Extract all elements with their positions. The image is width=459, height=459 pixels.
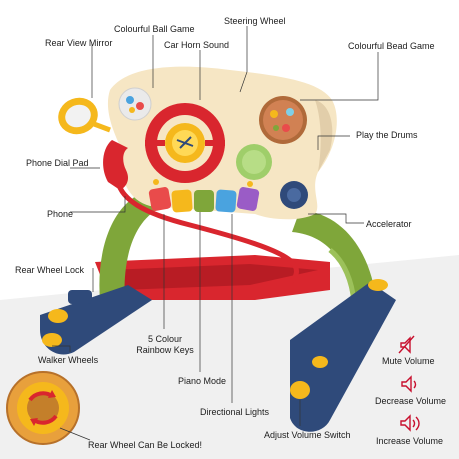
label-directional-lights: Directional Lights	[200, 407, 270, 417]
rainbow-keys	[148, 187, 260, 213]
label-rainbow-keys: 5 Colour Rainbow Keys	[130, 334, 200, 356]
volume-switch	[290, 381, 310, 399]
label-colourful-ball-game: Colourful Ball Game	[114, 24, 195, 34]
left-arch	[99, 190, 160, 305]
wheel-lock-inset	[6, 371, 91, 445]
decrease-volume-icon	[401, 375, 417, 393]
mute-volume-icon	[398, 335, 415, 354]
rear-view-mirror	[58, 97, 111, 135]
phone-handset	[103, 140, 128, 190]
label-decrease-volume: Decrease Volume	[375, 396, 447, 406]
label-rear-wheel-lock: Rear Wheel Lock	[15, 265, 85, 275]
label-colourful-bead-game: Colourful Bead Game	[348, 41, 435, 51]
label-rainbow-keys-line2: Rainbow Keys	[136, 345, 194, 355]
right-leg	[290, 282, 396, 432]
label-adjust-volume-switch: Adjust Volume Switch	[264, 430, 351, 440]
label-rainbow-keys-line1: 5 Colour	[147, 334, 183, 344]
label-phone: Phone	[47, 209, 74, 219]
label-rear-wheel-locked: Rear Wheel Can Be Locked!	[88, 440, 203, 450]
toy-console	[107, 66, 337, 220]
left-leg	[40, 285, 152, 355]
label-accelerator: Accelerator	[366, 219, 412, 229]
label-steering-wheel: Steering Wheel	[224, 16, 286, 26]
phone-cord	[114, 167, 299, 285]
label-piano-mode: Piano Mode	[178, 376, 227, 386]
label-mute-volume: Mute Volume	[382, 356, 435, 366]
leader-lines	[52, 26, 379, 426]
walker-frame	[40, 190, 396, 432]
label-play-the-drums: Play the Drums	[356, 130, 418, 140]
rear-wheel-left	[48, 309, 68, 323]
ball-game-dome	[118, 87, 152, 121]
increase-volume-icon	[400, 414, 420, 432]
steering-wheel	[145, 103, 225, 183]
label-rear-view-mirror: Rear View Mirror	[45, 38, 113, 48]
label-car-horn-sound: Car Horn Sound	[164, 40, 230, 50]
label-increase-volume: Increase Volume	[376, 436, 444, 446]
rear-wheel-right	[368, 279, 388, 291]
label-phone-dial-pad: Phone Dial Pad	[26, 158, 89, 168]
label-walker-wheels: Walker Wheels	[38, 355, 99, 365]
right-arch	[292, 210, 376, 308]
